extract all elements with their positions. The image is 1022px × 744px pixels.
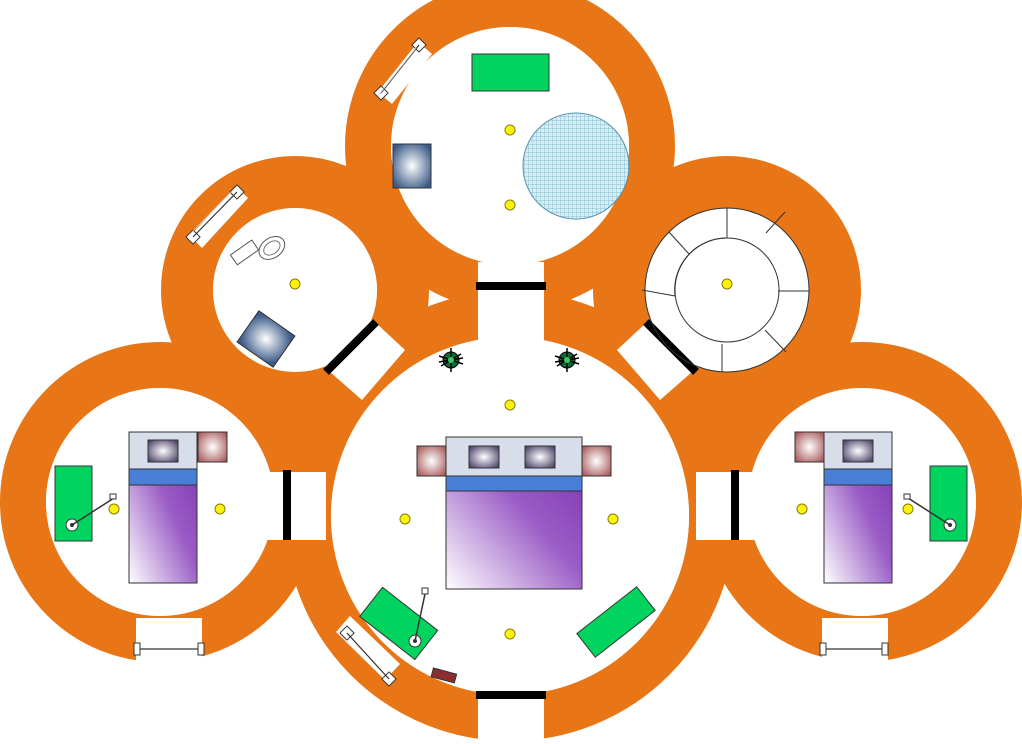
windows xyxy=(133,37,889,687)
window-gap-west xyxy=(136,618,202,668)
bed-band xyxy=(128,468,198,486)
mat xyxy=(430,667,458,684)
wall-joint-east xyxy=(662,340,817,470)
armchair xyxy=(392,143,432,189)
cabinet xyxy=(576,586,656,658)
nightstand xyxy=(416,445,447,477)
ceiling-light xyxy=(796,503,808,515)
lamp-icon xyxy=(65,493,117,532)
ceiling-lights xyxy=(108,124,914,640)
ceiling-light xyxy=(399,513,411,525)
ceiling-light xyxy=(504,399,516,411)
opening-northeast xyxy=(617,322,692,400)
ceiling-light xyxy=(902,503,914,515)
window-icon xyxy=(819,642,889,656)
pillow xyxy=(147,439,179,463)
window-gaps xyxy=(136,42,888,680)
pillow xyxy=(524,445,556,469)
opening-northwest xyxy=(330,322,405,400)
pillow xyxy=(468,445,500,469)
window-icon xyxy=(373,37,427,101)
threshold-northwest xyxy=(323,319,379,375)
bathroom-furniture xyxy=(229,235,296,368)
staircase-icon xyxy=(641,207,810,373)
window-icon xyxy=(185,184,245,245)
lamp-icon xyxy=(408,587,429,648)
plants xyxy=(438,348,580,372)
ceiling-light xyxy=(504,628,516,640)
opening-west xyxy=(266,472,326,540)
master-bedroom-furniture xyxy=(359,436,656,684)
toilet-icon xyxy=(229,235,286,266)
threshold-northeast xyxy=(643,319,699,375)
window-icon xyxy=(339,625,397,687)
plant-icon xyxy=(438,348,464,372)
bed-band xyxy=(823,468,893,486)
bed-band xyxy=(445,475,583,492)
shower-tray xyxy=(236,310,296,368)
window-gap-north xyxy=(378,42,432,104)
ceiling-light xyxy=(721,278,733,290)
east-bedroom-furniture xyxy=(794,431,968,584)
ceiling-light xyxy=(108,503,120,515)
lamp-icon xyxy=(903,493,957,532)
window-gap-bath xyxy=(190,186,248,248)
window-gap-east xyxy=(822,618,888,668)
round-rug xyxy=(522,112,630,220)
window-icon xyxy=(133,642,205,656)
opening-east xyxy=(696,472,756,540)
pillow xyxy=(842,439,874,463)
door-thresholds xyxy=(283,282,739,699)
ceiling-light xyxy=(214,503,226,515)
ceiling-light xyxy=(504,199,516,211)
nightstand xyxy=(794,431,825,463)
ceiling-light xyxy=(607,513,619,525)
north-room-furniture xyxy=(392,53,630,220)
west-bedroom-furniture xyxy=(54,431,228,584)
ceiling-light xyxy=(504,124,516,136)
wall-joint-west xyxy=(205,340,360,470)
nightstand xyxy=(197,431,228,463)
corridor-north xyxy=(478,262,544,342)
ceiling-light xyxy=(289,278,301,290)
plant-icon xyxy=(554,348,580,372)
nightstand xyxy=(581,445,612,477)
sofa xyxy=(471,53,550,92)
headboard xyxy=(445,436,583,477)
corridor-south xyxy=(478,692,544,744)
